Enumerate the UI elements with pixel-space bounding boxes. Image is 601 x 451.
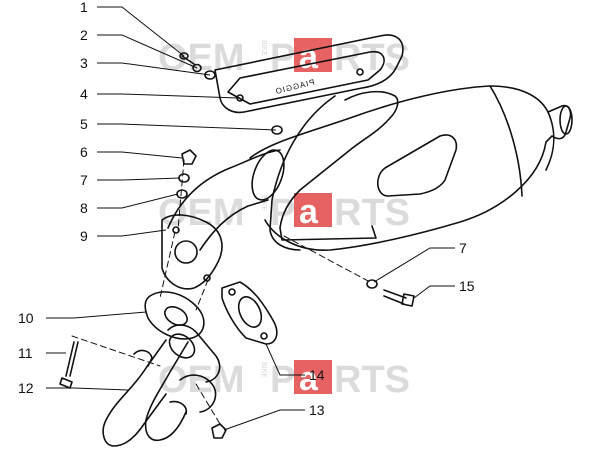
callout-15: 15 <box>459 278 475 294</box>
watermark-bike-text: BIKE <box>260 195 267 211</box>
watermark-a-text: a <box>299 360 319 398</box>
callout-5: 5 <box>80 116 88 132</box>
watermark-a-text: a <box>299 38 319 76</box>
exhaust-flange <box>161 214 223 290</box>
watermark-rts-text: RTS <box>334 359 410 401</box>
callout-7: 7 <box>80 172 88 188</box>
gasket-10 <box>144 291 205 340</box>
watermark-oem-text: OEM <box>158 37 245 79</box>
watermark-top: OEM BIKE P a RTS <box>158 37 410 79</box>
callout-8: 8 <box>80 200 88 216</box>
callout-13: 13 <box>309 402 325 418</box>
washer-7 <box>178 173 190 183</box>
heat-shield-brand-text: PIAGGIO <box>274 78 316 97</box>
washer-3 <box>204 70 216 80</box>
washer-7-lower <box>366 279 378 289</box>
callout-11: 11 <box>18 345 33 361</box>
callout-7-lower: 7 <box>459 240 467 256</box>
callout-9: 9 <box>80 228 88 244</box>
callout-12: 12 <box>18 380 34 396</box>
watermark-bike-text: BIKE <box>260 40 267 56</box>
assembly-lines <box>71 159 371 425</box>
callout-3: 3 <box>80 55 88 71</box>
callout-6: 6 <box>80 144 88 160</box>
muffler-bracket <box>269 90 399 251</box>
callout-labels: 1 2 3 4 5 6 7 8 9 10 11 12 7 15 14 13 <box>18 0 475 418</box>
gasket-14 <box>221 281 278 345</box>
watermark-red-box <box>294 193 332 227</box>
screw-1 <box>179 52 195 65</box>
muffler-body <box>249 85 573 251</box>
watermark-p-text: P <box>270 192 295 234</box>
callout-10: 10 <box>18 310 34 326</box>
callout-2: 2 <box>80 27 88 43</box>
watermark-oem-text: OEM <box>158 359 245 401</box>
watermark-oem-text: OEM <box>158 192 245 234</box>
heat-shield-hole <box>356 68 364 76</box>
bolt-11 <box>59 341 79 389</box>
watermark-a-text: a <box>299 193 319 231</box>
washer-2 <box>192 63 202 73</box>
watermark-bottom: OEM BIKE P a RTS <box>158 359 410 401</box>
callout-leaders <box>46 6 455 431</box>
watermark-bike-text: BIKE <box>260 362 267 378</box>
watermark-red-box <box>294 360 332 394</box>
callout-14: 14 <box>309 367 325 383</box>
nut-13 <box>211 423 227 439</box>
callout-1: 1 <box>80 0 88 15</box>
bolt-15 <box>383 289 415 307</box>
manifold-elbow <box>102 324 221 447</box>
watermark-p-text: P <box>270 359 295 401</box>
callout-4: 4 <box>80 86 88 102</box>
exhaust-header-pipe <box>167 149 285 251</box>
watermark-rts-text: RTS <box>334 37 410 79</box>
